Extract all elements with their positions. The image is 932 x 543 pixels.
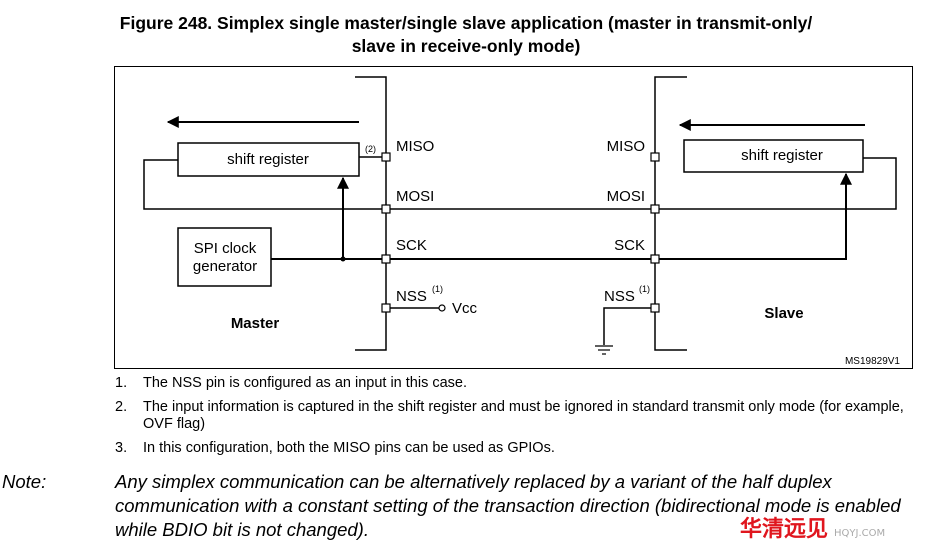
vcc-terminal bbox=[438, 304, 446, 312]
footnote: 2. The input information is captured in t… bbox=[115, 399, 905, 433]
footnote-number: 3. bbox=[115, 440, 128, 456]
slave-bus bbox=[654, 76, 687, 351]
slave-miso-label: MISO bbox=[607, 138, 645, 155]
clock-gen-label-2: generator bbox=[193, 258, 257, 275]
sck-junction bbox=[340, 256, 346, 262]
watermark-text: 华清远见 bbox=[740, 517, 829, 542]
watermark-logo: 华清远见 HQYJ.COM bbox=[740, 517, 885, 543]
figure-title-line1: Figure 248. Simplex single master/single… bbox=[119, 13, 813, 33]
ground-icon bbox=[595, 345, 613, 355]
footnote-text: In this configuration, both the MISO pin… bbox=[143, 440, 555, 456]
master-bus bbox=[355, 76, 387, 351]
master-nss-note: (1) bbox=[432, 284, 443, 294]
footnote-number: 2. bbox=[115, 399, 128, 415]
spi-clock-generator bbox=[177, 227, 272, 287]
slave-pins bbox=[650, 152, 660, 313]
figure-title: Figure 248. Simplex single master/single… bbox=[0, 12, 932, 58]
slave-nss-note: (1) bbox=[639, 284, 650, 294]
diagram-frame bbox=[114, 66, 913, 369]
master-miso-label: MISO bbox=[396, 138, 434, 155]
ref-code: MS19829V1 bbox=[845, 356, 900, 367]
footnote-number: 1. bbox=[115, 375, 128, 391]
master-mosi-label: MOSI bbox=[396, 188, 434, 205]
mosi-line bbox=[143, 157, 897, 210]
master-sck-label: SCK bbox=[396, 237, 427, 254]
master-shift-register-label: shift register bbox=[227, 151, 309, 168]
slave-shift-register-label: shift register bbox=[741, 147, 823, 164]
watermark-sub: HQYJ.COM bbox=[834, 528, 886, 539]
figure-title-line2: slave in receive-only mode) bbox=[351, 36, 581, 56]
slave-sck-label: SCK bbox=[614, 237, 645, 254]
footnote-text: The NSS pin is configured as an input in… bbox=[143, 375, 468, 391]
footnotes: 1. The NSS pin is configured as an input … bbox=[115, 375, 905, 464]
footnote-text: The input information is captured in the… bbox=[143, 399, 904, 432]
slave-nss-ground-wire bbox=[603, 307, 655, 345]
footnote: 1. The NSS pin is configured as an input … bbox=[115, 375, 905, 392]
master-miso-note: (2) bbox=[365, 144, 376, 154]
slave-shift-register bbox=[683, 139, 864, 173]
master-pins bbox=[381, 152, 391, 313]
slave-label: Slave bbox=[764, 305, 803, 322]
clock-gen-label-1: SPI clock bbox=[194, 240, 257, 257]
slave-nss-label: NSS bbox=[604, 288, 635, 305]
slave-mosi-label: MOSI bbox=[607, 188, 645, 205]
master-label: Master bbox=[231, 315, 280, 332]
footnote: 3. In this configuration, both the MISO p… bbox=[115, 440, 905, 457]
master-nss-label: NSS bbox=[396, 288, 427, 305]
sck-line bbox=[271, 190, 847, 260]
vcc-label: Vcc bbox=[452, 300, 478, 317]
note-text: Any simplex communication can be alterna… bbox=[115, 471, 901, 540]
note-label: Note: bbox=[2, 471, 47, 492]
master-shift-register bbox=[177, 142, 360, 177]
